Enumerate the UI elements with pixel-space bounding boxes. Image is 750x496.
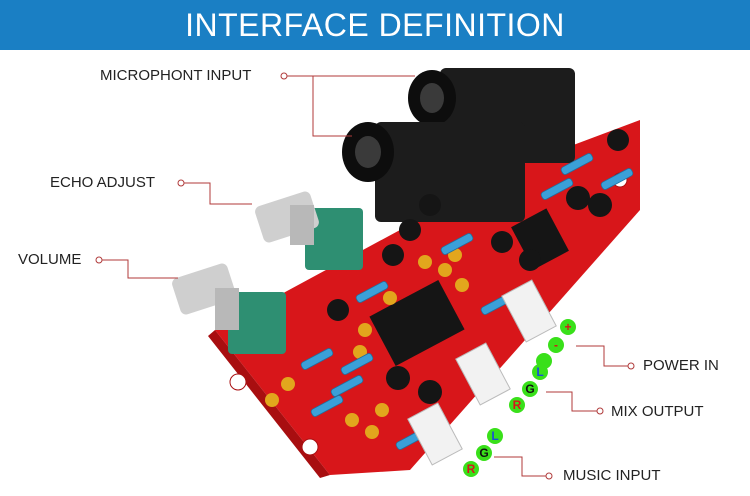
label-echo-adjust: ECHO ADJUST bbox=[50, 174, 156, 191]
mix-pin-r: R bbox=[513, 398, 522, 412]
power-pin-dots bbox=[536, 319, 576, 369]
music-pin-l: L bbox=[491, 429, 498, 443]
music-pin-g: G bbox=[479, 446, 488, 460]
label-volume: VOLUME bbox=[18, 251, 82, 268]
volume-potentiometer bbox=[172, 263, 286, 354]
label-microphone-input: MICROPHONT INPUT bbox=[100, 67, 252, 84]
page-title: INTERFACE DEFINITION bbox=[185, 6, 565, 43]
connector-music bbox=[407, 402, 463, 466]
music-pin-dots bbox=[463, 428, 503, 477]
label-power-in: POWER IN bbox=[643, 357, 719, 374]
ic-chip bbox=[369, 279, 465, 367]
mix-pin-dots bbox=[509, 364, 548, 413]
leader-lines bbox=[95, 72, 635, 480]
label-mix-output: MIX OUTPUT bbox=[611, 403, 704, 420]
mix-pin-l: L bbox=[536, 365, 543, 379]
connector-mix bbox=[455, 342, 511, 406]
mix-pin-g: G bbox=[525, 382, 534, 396]
label-music-input: MUSIC INPUT bbox=[563, 467, 661, 484]
power-pin-plus: + bbox=[564, 320, 571, 334]
title-banner: INTERFACE DEFINITION bbox=[0, 0, 750, 50]
echo-potentiometer bbox=[255, 191, 363, 270]
music-pin-r: R bbox=[467, 462, 476, 476]
power-pin-minus: - bbox=[554, 338, 558, 352]
connector-power bbox=[501, 279, 557, 343]
microphone-jack bbox=[342, 122, 525, 222]
